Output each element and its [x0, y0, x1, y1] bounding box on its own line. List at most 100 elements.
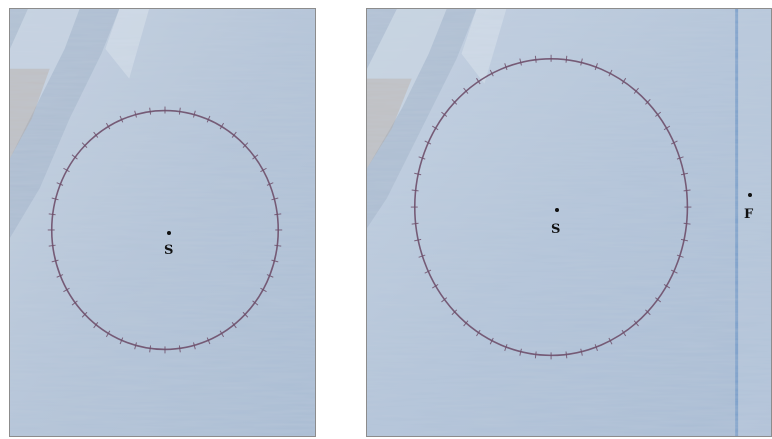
ring-tick-mark [683, 222, 691, 225]
ring-tick-mark [134, 110, 137, 118]
ring-tick-mark [93, 322, 99, 329]
ring-tick-mark [680, 172, 689, 176]
left-photo-panel: S [9, 8, 316, 437]
ring-tick-mark [414, 172, 422, 176]
ring-tick-mark [274, 244, 282, 247]
ring-tick-mark [534, 351, 537, 359]
focus-point-dot [748, 193, 752, 197]
ring-tick-mark [608, 337, 613, 345]
ring-tick-mark [178, 107, 181, 115]
ring-tick-mark [71, 300, 78, 306]
ring-tick-mark [670, 269, 678, 274]
source-label: S [164, 243, 174, 258]
ring-tick-mark [621, 77, 627, 85]
ring-tick-mark [580, 348, 583, 356]
left-photo-image [10, 9, 315, 436]
ring-tick-mark [565, 55, 568, 63]
ring-tick-mark [663, 283, 671, 289]
ring-tick-mark [178, 345, 181, 353]
ring-tick-mark [663, 125, 671, 131]
ring-tick-mark [676, 254, 684, 258]
source-point-dot [167, 231, 171, 235]
ring-tick-mark [193, 110, 196, 118]
ring-tick-mark [149, 345, 152, 353]
ring-tick-mark [105, 330, 111, 338]
ring-tick-mark [633, 87, 639, 94]
ring-tick-mark [242, 142, 249, 148]
ring-tick-mark [93, 131, 99, 138]
ring-tick-mark [149, 107, 152, 115]
ring-tick-mark [489, 69, 494, 77]
ring-tick-mark [534, 55, 537, 63]
ring-tick-mark [683, 189, 691, 192]
ring-tick-mark [51, 197, 59, 201]
ring-marking [47, 106, 283, 354]
ring-tick-mark [206, 115, 211, 123]
ring-marking [410, 54, 692, 360]
ring-tick-mark [594, 63, 598, 71]
right-photo-image [367, 9, 771, 436]
ring-tick-mark [63, 167, 70, 173]
ring-tick-mark [119, 337, 124, 345]
right-photo-panel: S F [366, 8, 772, 437]
ring-tick-mark [519, 348, 522, 356]
ring-tick-mark [51, 259, 59, 263]
ring-tick-mark [463, 320, 469, 327]
ring-tick-mark [81, 142, 88, 148]
ring-tick-mark [519, 58, 522, 66]
ring-tick-mark [418, 254, 426, 258]
ring-tick-mark [489, 337, 494, 345]
ring-tick-mark [451, 309, 458, 316]
ring-tick-mark [56, 274, 64, 278]
ring-tick-mark [274, 213, 282, 216]
ring-tick-mark [608, 69, 613, 77]
ring-tick-mark [565, 351, 568, 359]
ring-tick-mark [134, 342, 137, 350]
ring-tick-mark [411, 222, 419, 225]
ring-tick-mark [411, 189, 419, 192]
ring-tick-mark [645, 309, 651, 316]
ring-tick-mark [260, 287, 267, 293]
ring-tick-mark [56, 182, 64, 186]
ring-tick-mark [670, 140, 678, 145]
ring-tick-mark [504, 63, 508, 71]
source-point-dot [555, 208, 559, 212]
ring-tick-mark [266, 182, 274, 186]
ring-tick-mark [645, 99, 651, 105]
ring-tick-mark [594, 344, 598, 351]
ring-tick-mark [633, 320, 639, 327]
ring-tick-mark [231, 322, 237, 329]
ring-tick-mark [424, 140, 432, 145]
source-label: S [551, 222, 561, 237]
ring-tick-mark [655, 111, 662, 117]
ring-tick-mark [260, 167, 267, 173]
ring-tick-mark [119, 115, 124, 123]
ring-tick-mark [271, 197, 279, 201]
ring-tick-mark [219, 330, 225, 338]
ring-tick-mark [476, 329, 481, 337]
ring-tick-mark [71, 154, 78, 160]
ring-tick-mark [271, 259, 279, 263]
ring-tick-mark [242, 311, 249, 318]
ring-tick-mark [418, 156, 426, 160]
ring-tick-mark [441, 111, 448, 117]
ring-tick-mark [252, 300, 259, 306]
ring-tick-mark [676, 156, 684, 160]
ring-tick-mark [63, 287, 70, 293]
ring-tick-mark [48, 213, 56, 216]
ring-tick-mark [463, 87, 469, 94]
ring-tick-mark [655, 297, 662, 303]
ring-tick-mark [193, 342, 196, 350]
ring-tick-mark [266, 274, 274, 278]
ring-tick-mark [414, 238, 422, 242]
ring-tick-mark [105, 122, 111, 130]
ring-tick-mark [580, 58, 583, 66]
ring-tick-mark [432, 283, 439, 289]
ring-tick-mark [504, 344, 508, 351]
ring-tick-mark [476, 77, 481, 85]
ring-tick-mark [48, 244, 56, 247]
ring-tick-mark [206, 337, 211, 345]
ring-tick-mark [424, 269, 432, 274]
ring-tick-mark [252, 154, 259, 160]
ring-tick-mark [680, 238, 689, 242]
